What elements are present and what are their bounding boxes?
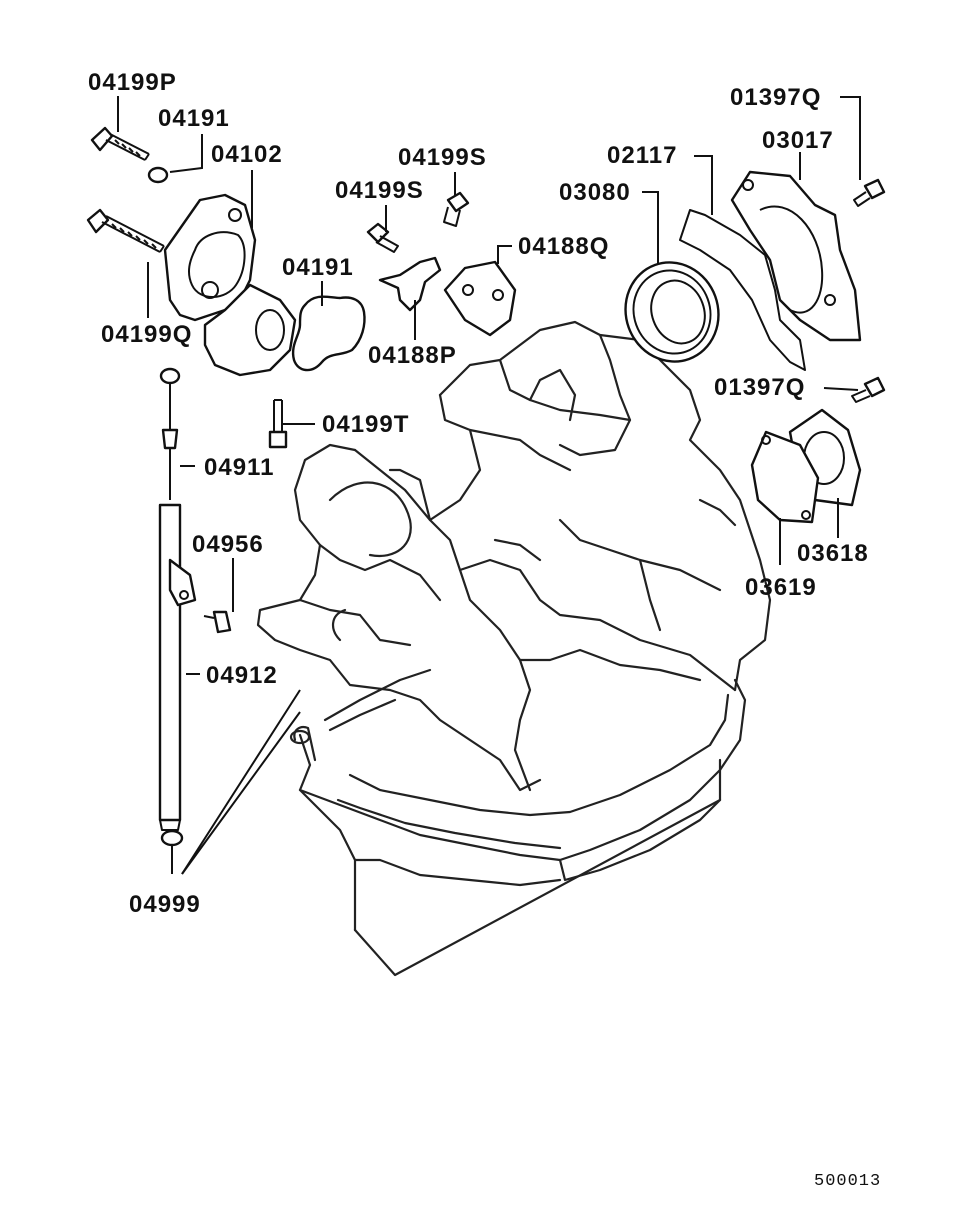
dipstick-guide-04912-icon (158, 503, 197, 831)
label-04199t: 04199T (322, 411, 409, 438)
bolt-04199s-upper-icon (443, 191, 470, 227)
label-03017: 03017 (762, 127, 834, 154)
cover-03619-icon (750, 430, 820, 524)
label-04199s-upper: 04199S (398, 144, 487, 171)
label-04188p: 04188P (368, 342, 457, 369)
label-04199q: 04199Q (101, 321, 192, 348)
label-02117: 02117 (607, 142, 677, 169)
gasket-04191-icon (291, 295, 366, 372)
label-04191-gasket: 04191 (282, 254, 354, 281)
label-04999: 04999 (129, 891, 201, 918)
bolt-04956-icon (203, 610, 232, 634)
label-04191-small: 04191 (158, 105, 230, 132)
label-04956: 04956 (192, 531, 264, 558)
o-ring-04191-small-icon (147, 166, 169, 184)
oil-filter-bracket-04102-icon (163, 193, 297, 377)
label-03618: 03618 (797, 540, 869, 567)
label-04199s-lower: 04199S (335, 177, 424, 204)
label-04912: 04912 (206, 662, 278, 689)
bracket-04188p-icon (378, 256, 442, 312)
bolt-04199q-icon (86, 208, 165, 253)
bolt-01397q-lower-icon (851, 376, 886, 403)
bolt-04199p-icon (90, 126, 150, 161)
figure-code: 500013 (814, 1172, 881, 1191)
engine-block (256, 320, 772, 977)
gasket-02117-icon (679, 209, 806, 371)
label-03080: 03080 (559, 179, 631, 206)
label-04911: 04911 (204, 454, 274, 481)
bolt-04199t-icon (268, 399, 288, 449)
dipstick-04911-icon (159, 367, 181, 500)
bolt-01397q-upper-icon (853, 178, 886, 207)
rear-plate-03017-icon (730, 170, 862, 342)
part-labels: 04199P 04191 04102 04199S 04199S 02117 0… (88, 69, 881, 1191)
oil-seal-03080-icon (624, 261, 720, 363)
leader-lines (117, 96, 861, 875)
label-04188q: 04188Q (518, 233, 609, 260)
label-01397q-upper: 01397Q (730, 84, 821, 111)
bolt-04199s-lower-icon (366, 222, 399, 253)
label-03619: 03619 (745, 574, 817, 601)
label-04102: 04102 (211, 141, 283, 168)
label-04199p: 04199P (88, 69, 177, 96)
o-ring-04999-icon (160, 829, 184, 847)
label-01397q-lower: 01397Q (714, 374, 805, 401)
cover-04188q-icon (443, 260, 517, 337)
